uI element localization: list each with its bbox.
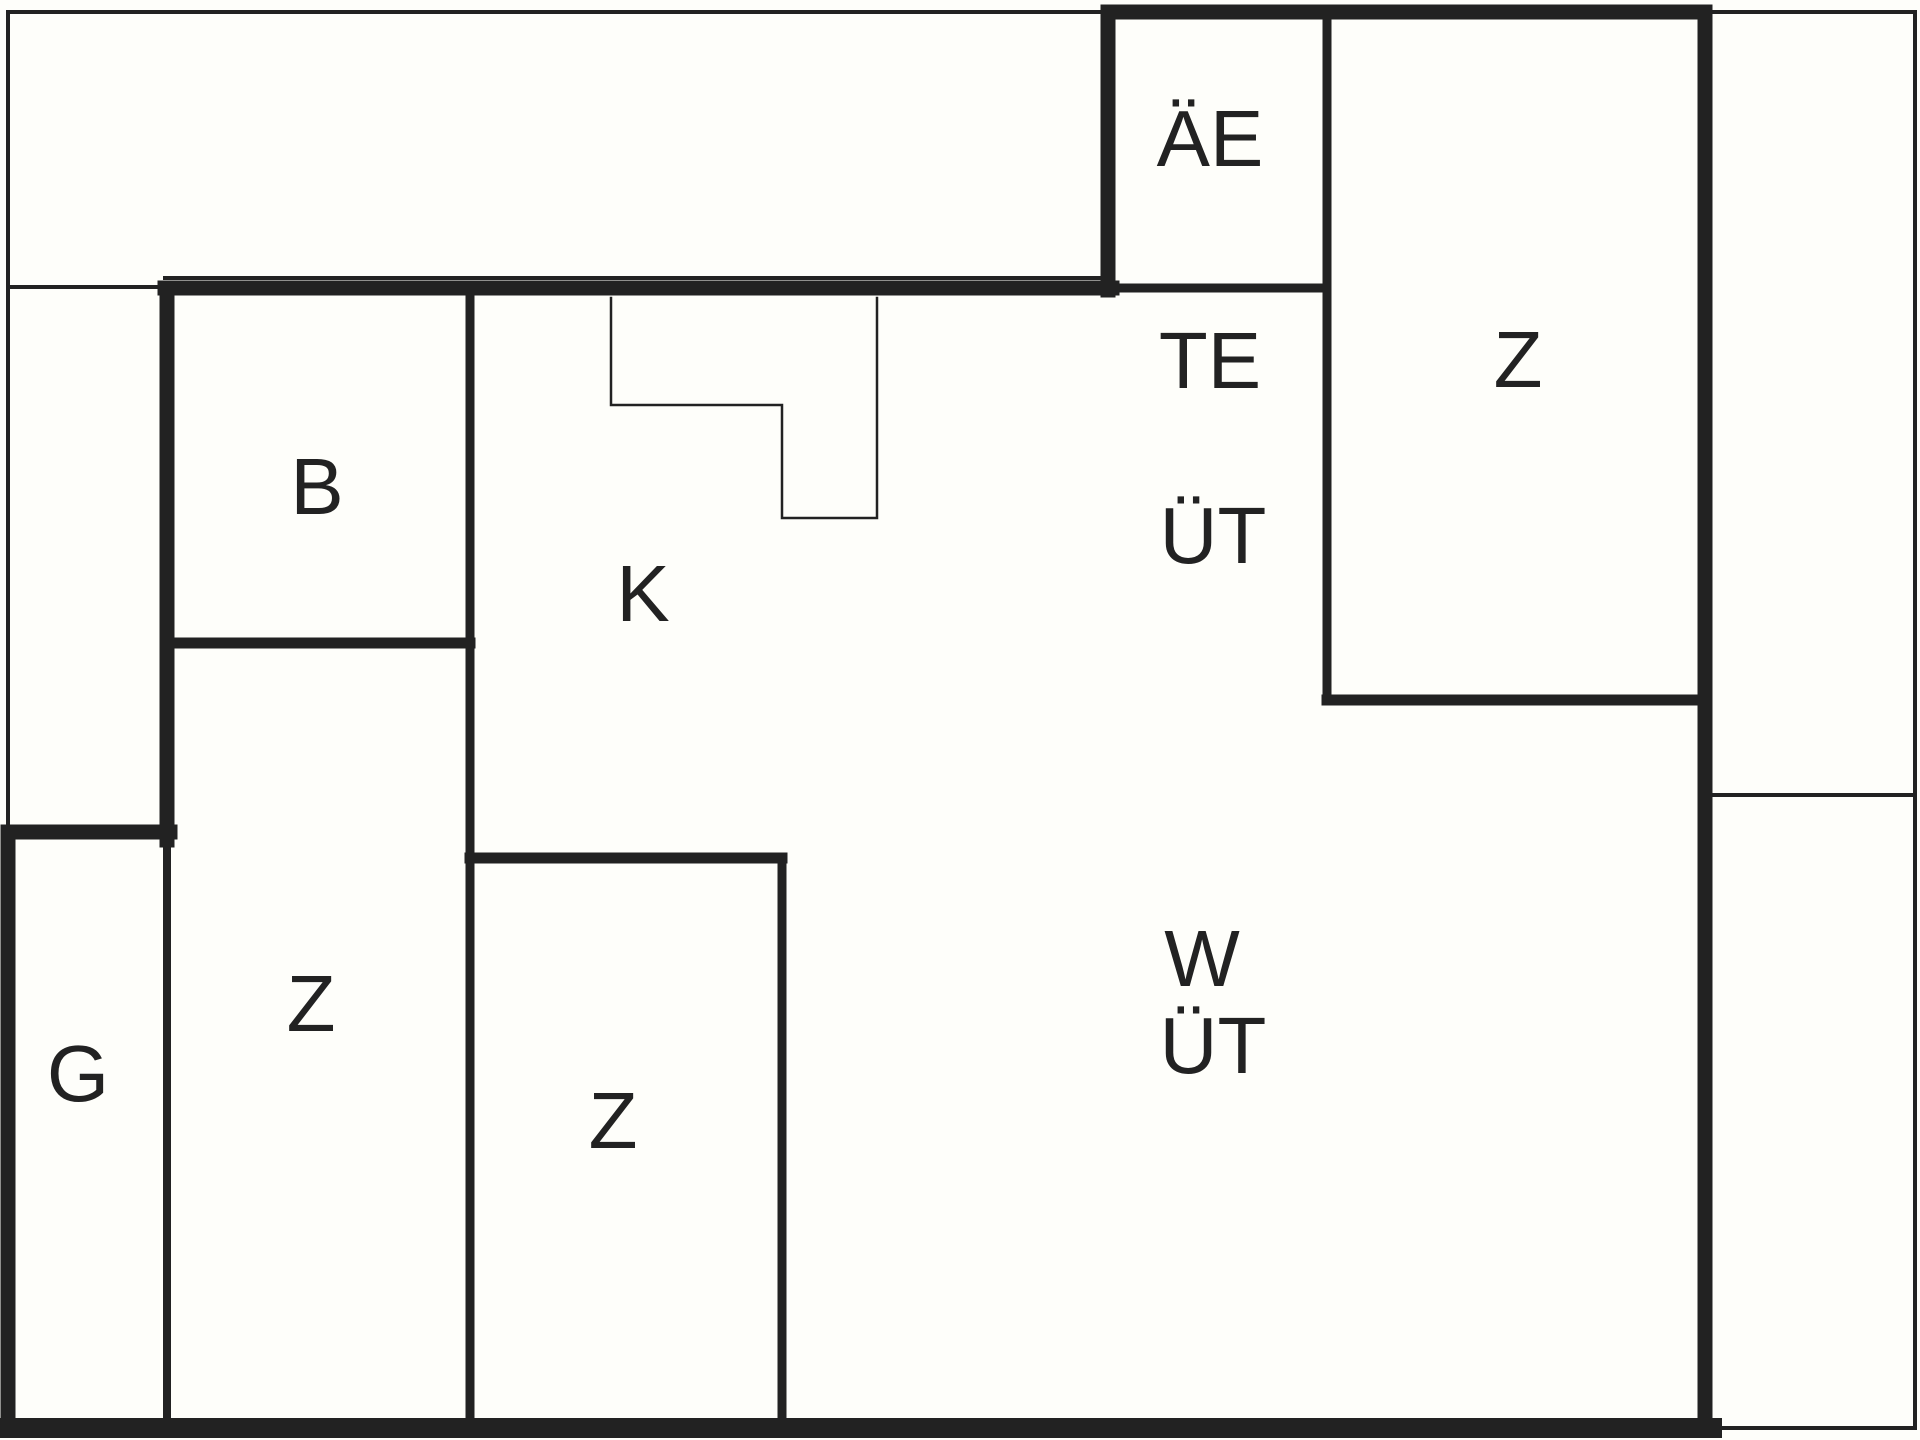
label-g: G [47,1029,109,1118]
label-z-center: Z [589,1076,638,1165]
label-z-top-right: Z [1494,315,1543,404]
label-k: K [616,549,669,638]
label-ae: ÄE [1157,94,1264,183]
label-b: B [290,442,343,531]
label-ut-lower: ÜT [1160,1001,1267,1090]
thin-walls [6,10,1917,1430]
label-ut-upper: ÜT [1160,491,1267,580]
label-te: TE [1159,316,1261,405]
thick-walls [0,4,1722,1438]
label-w: W [1164,914,1240,1003]
label-z-left: Z [287,959,336,1048]
room-labels: ÄE TE ÜT Z B K Z Z G W ÜT [47,94,1543,1165]
kitchen-counter [609,296,879,520]
